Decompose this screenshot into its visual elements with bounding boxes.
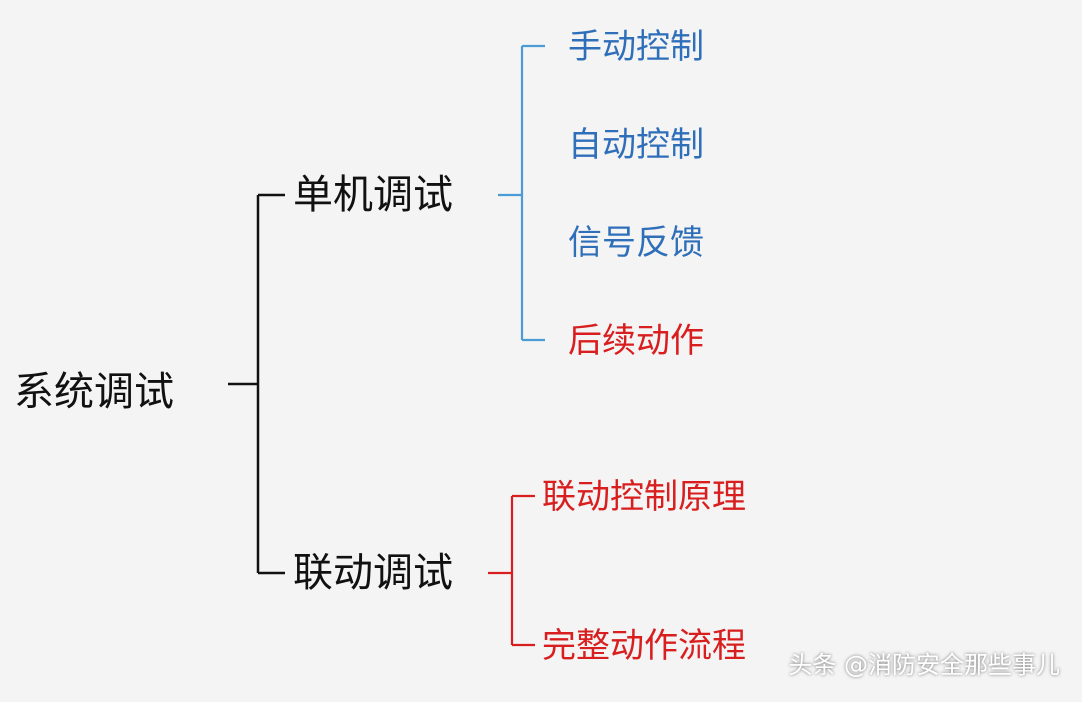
branch-linkage-debug: 联动调试 — [293, 550, 453, 596]
leaf-linkage-principle: 联动控制原理 — [542, 477, 746, 517]
leaf-follow-up-action: 后续动作 — [568, 321, 704, 361]
leaf-signal-feedback: 信号反馈 — [568, 223, 704, 263]
root-node: 系统调试 — [14, 369, 174, 415]
leaf-full-action-flow: 完整动作流程 — [542, 626, 746, 666]
attribution-watermark: 头条 @消防安全那些事儿 — [788, 651, 1060, 679]
branch-standalone-debug: 单机调试 — [293, 172, 453, 218]
leaf-manual-control: 手动控制 — [568, 27, 704, 67]
leaf-auto-control: 自动控制 — [568, 125, 704, 165]
